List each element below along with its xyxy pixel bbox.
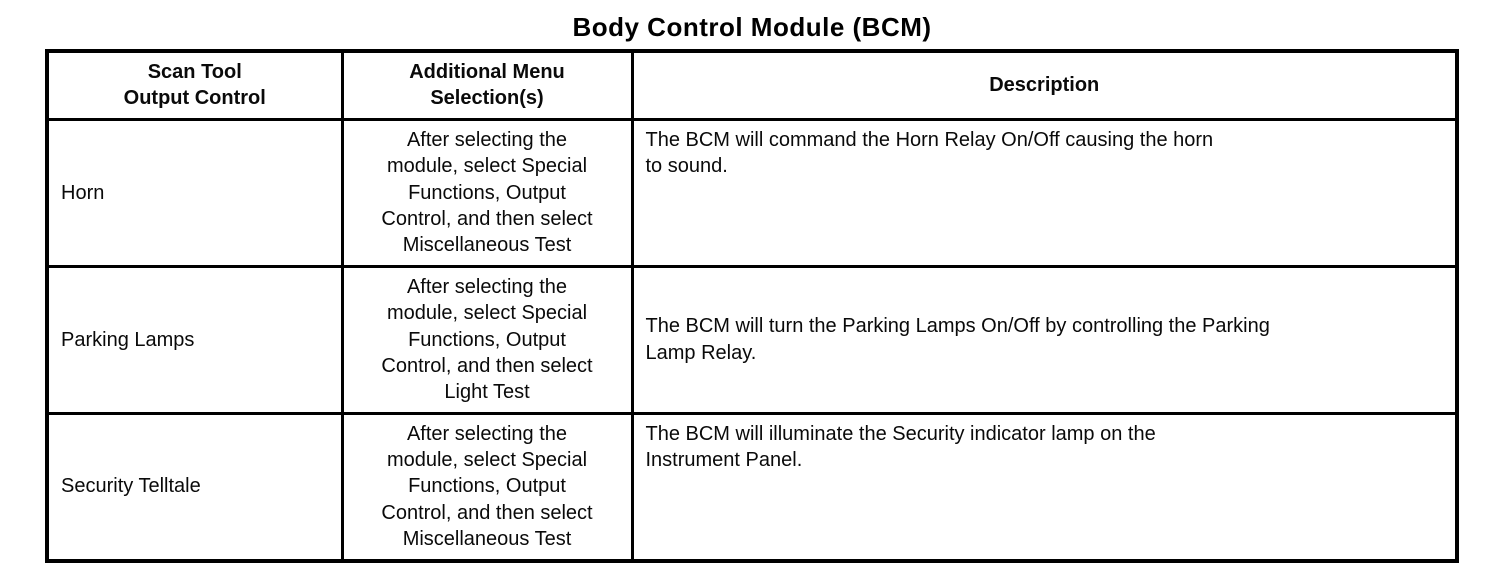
cell-description-parking-lamps: The BCM will turn the Parking Lamps On/O… <box>630 264 1459 415</box>
cell-control-parking-lamps: Parking Lamps <box>45 264 344 415</box>
cell-control-security-telltale: Security Telltale <box>45 411 344 563</box>
cell-control-horn: Horn <box>45 117 344 268</box>
table-row-horn: Horn After selecting the module, select … <box>45 117 1459 268</box>
cell-menu-horn: After selecting the module, select Speci… <box>340 117 634 268</box>
bcm-output-control-table: Scan Tool Output Control Additional Menu… <box>45 49 1459 563</box>
header-description: Description <box>630 49 1459 121</box>
cell-menu-parking-lamps: After selecting the module, select Speci… <box>340 264 634 415</box>
table-row-parking-lamps: Parking Lamps After selecting the module… <box>45 264 1459 415</box>
table-row-security-telltale: Security Telltale After selecting the mo… <box>45 411 1459 563</box>
table-header-row: Scan Tool Output Control Additional Menu… <box>45 49 1459 121</box>
page-title: Body Control Module (BCM) <box>572 12 932 42</box>
header-additional-menu-selections: Additional Menu Selection(s) <box>340 49 634 121</box>
cell-description-horn: The BCM will command the Horn Relay On/O… <box>630 117 1459 268</box>
cell-menu-security-telltale: After selecting the module, select Speci… <box>340 411 634 563</box>
cell-description-security-telltale: The BCM will illuminate the Security ind… <box>630 411 1459 563</box>
header-scan-tool-output-control: Scan Tool Output Control <box>45 49 344 121</box>
